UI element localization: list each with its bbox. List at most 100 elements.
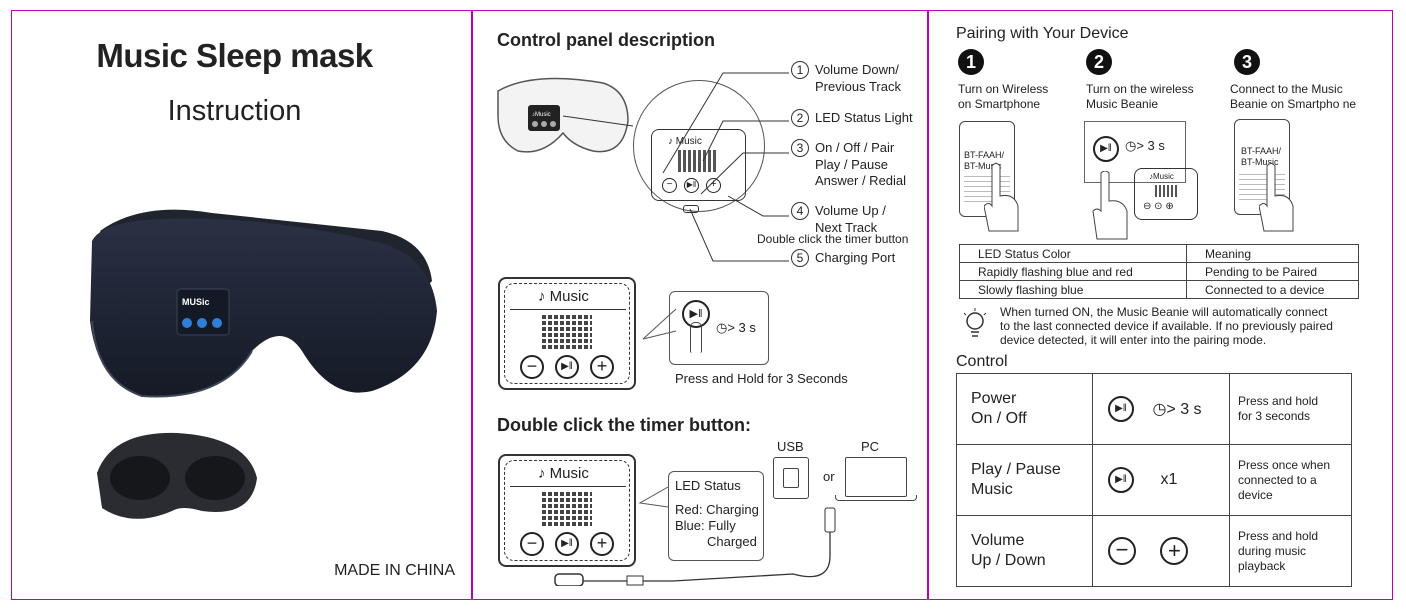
mini-music-logo: ♪Music — [1149, 172, 1174, 181]
hold-time: ◷> 3 s — [716, 320, 756, 335]
pc-label: PC — [861, 439, 880, 454]
step-2-badge: 2 — [1086, 49, 1112, 75]
led-red-charging: Red: Charging — [675, 502, 759, 517]
eye-cup-image — [97, 432, 257, 519]
volume-down-icon: − — [520, 355, 544, 379]
instruction-subtitle: Instruction — [167, 95, 302, 127]
play-pause-icon: ▶‖ — [1093, 136, 1119, 162]
finger-icon — [1092, 171, 1128, 240]
timer-heading: Double click the timer button: — [497, 415, 752, 435]
hold-caption: Press and Hold for 3 Seconds — [675, 371, 848, 386]
plus-icon: + — [706, 178, 721, 193]
or-label: or — [823, 469, 835, 484]
play-pause-icon: ▶‖ — [1108, 396, 1134, 422]
play-pause-icon-cell: ▶‖ x1 — [1092, 444, 1230, 516]
mini-control-panel: ♪ Music − ▶‖ + — [651, 129, 746, 201]
cover-panel: Music Sleep mask Instruction MUSic MADE … — [11, 10, 472, 600]
mini-music-logo: ♪ Music — [668, 136, 702, 147]
svg-text:♪Music: ♪Music — [532, 112, 551, 118]
finger-icon — [690, 322, 702, 353]
step-3-badge: 3 — [1234, 49, 1260, 75]
step-2-time: ◷> 3 s — [1125, 138, 1165, 153]
callout-lines — [662, 72, 789, 262]
sleep-mask-image: MUSic — [90, 209, 437, 398]
hold-time: ◷> 3 s — [1152, 401, 1202, 418]
control-panel-description: Control panel description ♪Music ♪ Music… — [472, 10, 928, 600]
minus-icon: − — [662, 178, 677, 193]
led-row-2-meaning: Connected to a device — [1186, 280, 1359, 299]
usb-adapter-icon — [773, 457, 809, 499]
play-pause-icon: ▶‖ — [684, 178, 699, 193]
hold-bubble: ▶‖ ◷> 3 s — [669, 291, 769, 365]
mask-small-image: ♪Music — [497, 77, 633, 153]
mini-panel: ♪Music ⊖ ⊙ ⊕ — [1134, 168, 1198, 220]
control-panel-charging: ♪ Music − ▶‖ + — [498, 454, 636, 567]
laptop-icon — [845, 457, 907, 497]
auto-connect-tip: When turned ON, the Music Beanie will au… — [1000, 305, 1333, 347]
mask-logo: MUSic — [182, 297, 210, 307]
finger-icon — [1259, 163, 1294, 232]
panel-music-logo: ♪ Music — [538, 288, 589, 305]
control-panel-heading: Control panel description — [497, 30, 716, 50]
led-status-title: LED Status — [675, 478, 741, 493]
volume-up-icon: + — [1160, 537, 1189, 565]
panel-led-grid — [542, 315, 592, 349]
device-name: BT-FAAH/BT-Music — [964, 150, 1005, 171]
volume-up-icon: + — [590, 532, 614, 556]
pairing-heading: Pairing with Your Device — [956, 25, 1129, 42]
usb-cable — [554, 507, 836, 586]
zoom-circle — [633, 80, 765, 212]
led-row-2-color: Slowly flashing blue — [959, 280, 1187, 299]
play-pause-icon: ▶‖ — [555, 532, 579, 556]
device-name: BT-FAAH/BT-Music — [1241, 146, 1282, 167]
timer-note: Double click the timer button — [757, 232, 909, 246]
volume-down-icon: − — [520, 532, 544, 556]
step-1-badge: 1 — [958, 49, 984, 75]
led-blue-fully: Blue: Fully — [675, 518, 736, 533]
product-title: Music Sleep mask — [96, 37, 373, 74]
power-icon-cell: ▶‖ ◷> 3 s — [1092, 373, 1230, 445]
led-row-1-color: Rapidly flashing blue and red — [959, 262, 1187, 281]
led-header-color: LED Status Color — [959, 244, 1187, 263]
volume-down-icon: − — [1108, 537, 1136, 565]
pairing-panel: Pairing with Your Device 1 Turn on Wirel… — [928, 10, 1393, 600]
volume-up-icon: + — [590, 355, 614, 379]
led-row-1-meaning: Pending to be Paired — [1186, 262, 1359, 281]
panel-music-logo: ♪ Music — [538, 465, 589, 482]
speech-pointer — [642, 308, 677, 340]
charging-port-icon — [683, 205, 699, 213]
led-grid — [678, 150, 718, 172]
beanie-hold-box: ▶‖ ◷> 3 s — [1084, 121, 1186, 183]
play-pause-icon: ▶‖ — [682, 300, 710, 328]
volume-icon-cell: − + — [1092, 515, 1230, 587]
panel-led-grid — [542, 492, 592, 526]
control-panel-large: ♪ Music − ▶‖ + — [498, 277, 636, 390]
led-status-table: LED Status Color Meaning Rapidly flashin… — [959, 244, 1359, 299]
control-heading: Control — [956, 353, 1008, 370]
finger-icon — [984, 163, 1019, 232]
led-status-box: LED Status Red: Charging Blue: Fully Cha… — [668, 471, 764, 561]
led-blue-charged: Charged — [707, 534, 757, 549]
play-pause-icon: ▶‖ — [1108, 467, 1134, 493]
usb-label: USB — [777, 439, 804, 454]
made-in-label: MADE IN CHINA — [334, 562, 455, 579]
play-pause-icon: ▶‖ — [555, 355, 579, 379]
led-pointer — [638, 486, 669, 508]
press-count: x1 — [1160, 471, 1178, 488]
lightbulb-icon — [963, 308, 987, 337]
